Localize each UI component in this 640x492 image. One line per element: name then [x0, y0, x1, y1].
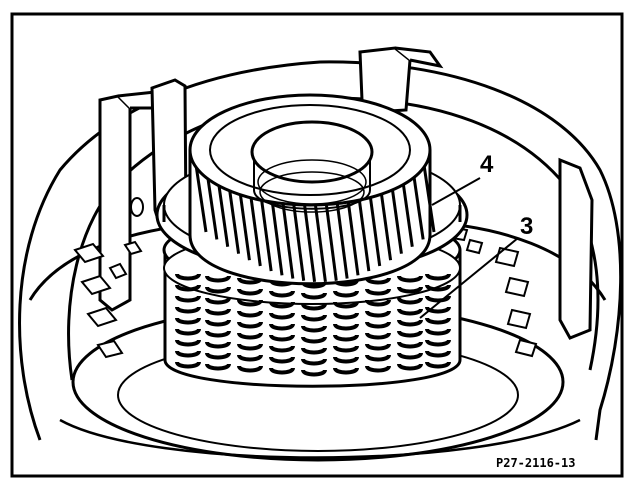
housing-ribs [98, 46, 594, 340]
gear-tooth [281, 202, 295, 279]
gear-tooth [368, 192, 382, 267]
coil-spring [205, 275, 231, 371]
springs [175, 273, 451, 377]
callout-3: 3 [419, 213, 533, 319]
gear-tooth [194, 164, 208, 233]
figure-reference-code: P27-2116-13 [496, 456, 575, 470]
gear-tooth [248, 192, 262, 267]
coil-spring [397, 275, 423, 371]
gear-tooth [227, 182, 241, 254]
gear-tooth [324, 203, 338, 281]
housing-slots [73, 226, 538, 359]
callout-label-3: 3 [520, 213, 533, 240]
helical-gear [188, 93, 436, 286]
callout-label-4: 4 [480, 151, 494, 178]
gear-tooth [237, 187, 251, 261]
coil-spring [237, 277, 263, 373]
gear-teeth [194, 164, 436, 283]
gear-tooth [205, 170, 219, 240]
gear-tooth [411, 170, 425, 240]
gear-tooth [216, 176, 230, 247]
leader-line-3 [419, 237, 519, 319]
callout-4: 4 [431, 151, 494, 206]
gear-tooth [270, 199, 284, 276]
figure-frame [10, 12, 624, 478]
gear-tooth [400, 176, 414, 247]
gear-tooth [379, 187, 393, 261]
gear-tooth [335, 202, 349, 279]
gear-tooth [303, 204, 317, 283]
gear-tooth [346, 199, 360, 276]
gear-tooth [292, 203, 306, 281]
coil-spring [425, 273, 451, 369]
gear-tooth [422, 164, 436, 233]
gear-tooth [357, 196, 371, 272]
gear-tooth [259, 196, 273, 272]
gear-tooth [313, 204, 327, 283]
coil-spring [175, 273, 201, 369]
leader-line-4 [431, 177, 481, 206]
gear-tooth [389, 182, 403, 254]
